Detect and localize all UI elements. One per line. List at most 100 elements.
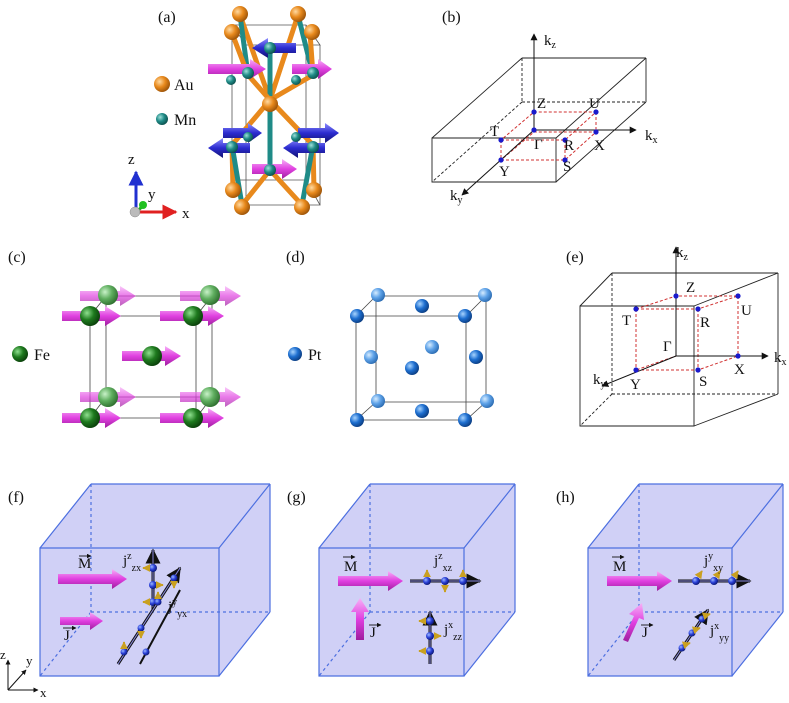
- panel-f-label: (f): [8, 489, 24, 506]
- point-Y-b: Y: [499, 164, 510, 180]
- au-atom: [294, 199, 310, 215]
- spin-current-yy-label: jxyy: [709, 621, 729, 644]
- legend-pt-swatch: [288, 347, 302, 361]
- point-X-b: X: [594, 138, 605, 154]
- au-atom: [290, 6, 306, 22]
- spin-current-yx: [116, 566, 182, 665]
- point-R-b: R: [564, 138, 574, 154]
- current-arrow-h: [623, 603, 644, 642]
- spin-current-zx-label: jzzx: [122, 551, 141, 574]
- legend-au-label: Au: [174, 77, 194, 94]
- pt-atom: [458, 413, 472, 427]
- point-Y-e: Y: [630, 377, 641, 393]
- spin-current-xz-label: jzxz: [433, 551, 453, 574]
- k-points-e: [633, 293, 741, 373]
- pt-atom: [350, 413, 364, 427]
- pt-atom: [405, 361, 419, 375]
- legend-mn-label: Mn: [174, 112, 196, 129]
- kz-label-b: kz: [544, 33, 557, 51]
- axis-z-label-f: z: [0, 647, 6, 662]
- pt-atom: [415, 299, 429, 313]
- spin-current-yy: [672, 608, 711, 661]
- spin-current-zz: [418, 610, 442, 664]
- axis-x-label-f: x: [40, 685, 47, 700]
- au-atom: [224, 24, 240, 40]
- blue-arrow-right: [223, 123, 262, 143]
- magnetization-arrow-h: [607, 571, 672, 591]
- fe-atom: [183, 408, 203, 428]
- current-arrow-g: [351, 598, 369, 640]
- fe-atom: [200, 387, 220, 407]
- au-atom: [232, 6, 248, 22]
- panel-h-label: (h): [556, 489, 575, 506]
- ky-label-b: ky: [450, 188, 463, 206]
- axis-x-label: x: [182, 206, 190, 222]
- panel-f: (f) M J: [0, 483, 271, 700]
- mn-atom: [226, 141, 238, 153]
- blue-arrow-right: [298, 123, 339, 143]
- high-symmetry-path-b: [499, 111, 598, 161]
- point-T-b: T: [490, 124, 499, 140]
- point-S-b: S: [563, 159, 571, 175]
- axis-z-label: z: [128, 152, 135, 168]
- panel-g: (g) M J: [287, 483, 516, 677]
- k-axes-e: [601, 246, 769, 387]
- panel-a-label: (a): [158, 9, 176, 26]
- current-label-h: J: [642, 625, 648, 641]
- legend-mn-swatch: [156, 113, 168, 125]
- fe-atom: [80, 408, 100, 428]
- magnetization-label-h: M: [613, 559, 626, 575]
- point-U-e: U: [741, 303, 752, 319]
- panel-c-label: (c): [8, 249, 26, 266]
- panel-e: (e) kz: [566, 245, 787, 427]
- atoms-d: [350, 288, 494, 427]
- legend-au-swatch: [154, 76, 170, 92]
- axes-triad-f: z y x: [0, 647, 47, 700]
- pt-atom: [469, 350, 483, 364]
- point-X-e: X: [734, 362, 745, 378]
- pt-atom: [371, 394, 385, 408]
- spin-current-xz: [410, 569, 482, 593]
- spin-current-xy-label: jyxy: [703, 551, 723, 574]
- panel-c: (c): [8, 249, 241, 428]
- mn-atom: [307, 67, 319, 79]
- magnetization-arrow-f: [58, 569, 127, 589]
- legend-pt-label: Pt: [308, 347, 322, 364]
- kx-label-e: kx: [774, 350, 787, 368]
- axis-y-label: y: [148, 187, 156, 203]
- k-points-b: [498, 109, 599, 163]
- pt-atom: [415, 404, 429, 418]
- point-U-b: U: [589, 96, 600, 112]
- panel-b-label: (b): [442, 9, 461, 26]
- au-atom: [234, 199, 250, 215]
- au-atom: [306, 182, 322, 198]
- panel-a: (a): [128, 6, 339, 222]
- point-T-e: T: [622, 313, 631, 329]
- magnetization-label-f: M: [78, 556, 91, 572]
- mn-atom: [291, 132, 301, 142]
- pt-atom: [350, 309, 364, 323]
- mn-atom: [243, 132, 253, 142]
- fe-atom: [80, 306, 100, 326]
- point-Gamma-e: Γ: [663, 339, 672, 355]
- legend-fe-label: Fe: [34, 347, 50, 364]
- pt-atom: [478, 288, 492, 302]
- axis-y-label-f: y: [26, 653, 33, 668]
- magnetization-label-g: M: [344, 559, 357, 575]
- fe-atom: [183, 306, 203, 326]
- pt-atom: [371, 288, 385, 302]
- brillouin-zone-e: [579, 272, 779, 427]
- spin-current-zz-label: jxzz: [443, 620, 463, 643]
- mn-atom: [264, 42, 276, 54]
- legend-fe-swatch: [12, 346, 28, 362]
- mn-atom: [307, 141, 319, 153]
- atoms-a: [224, 6, 322, 215]
- kz-label-e: kz: [676, 245, 689, 263]
- atoms-c: [80, 285, 220, 428]
- pt-atom: [425, 340, 439, 354]
- fe-atom: [142, 346, 162, 366]
- point-Z-b: Z: [537, 96, 546, 112]
- current-label-f: J: [64, 628, 70, 644]
- au-atom: [225, 182, 241, 198]
